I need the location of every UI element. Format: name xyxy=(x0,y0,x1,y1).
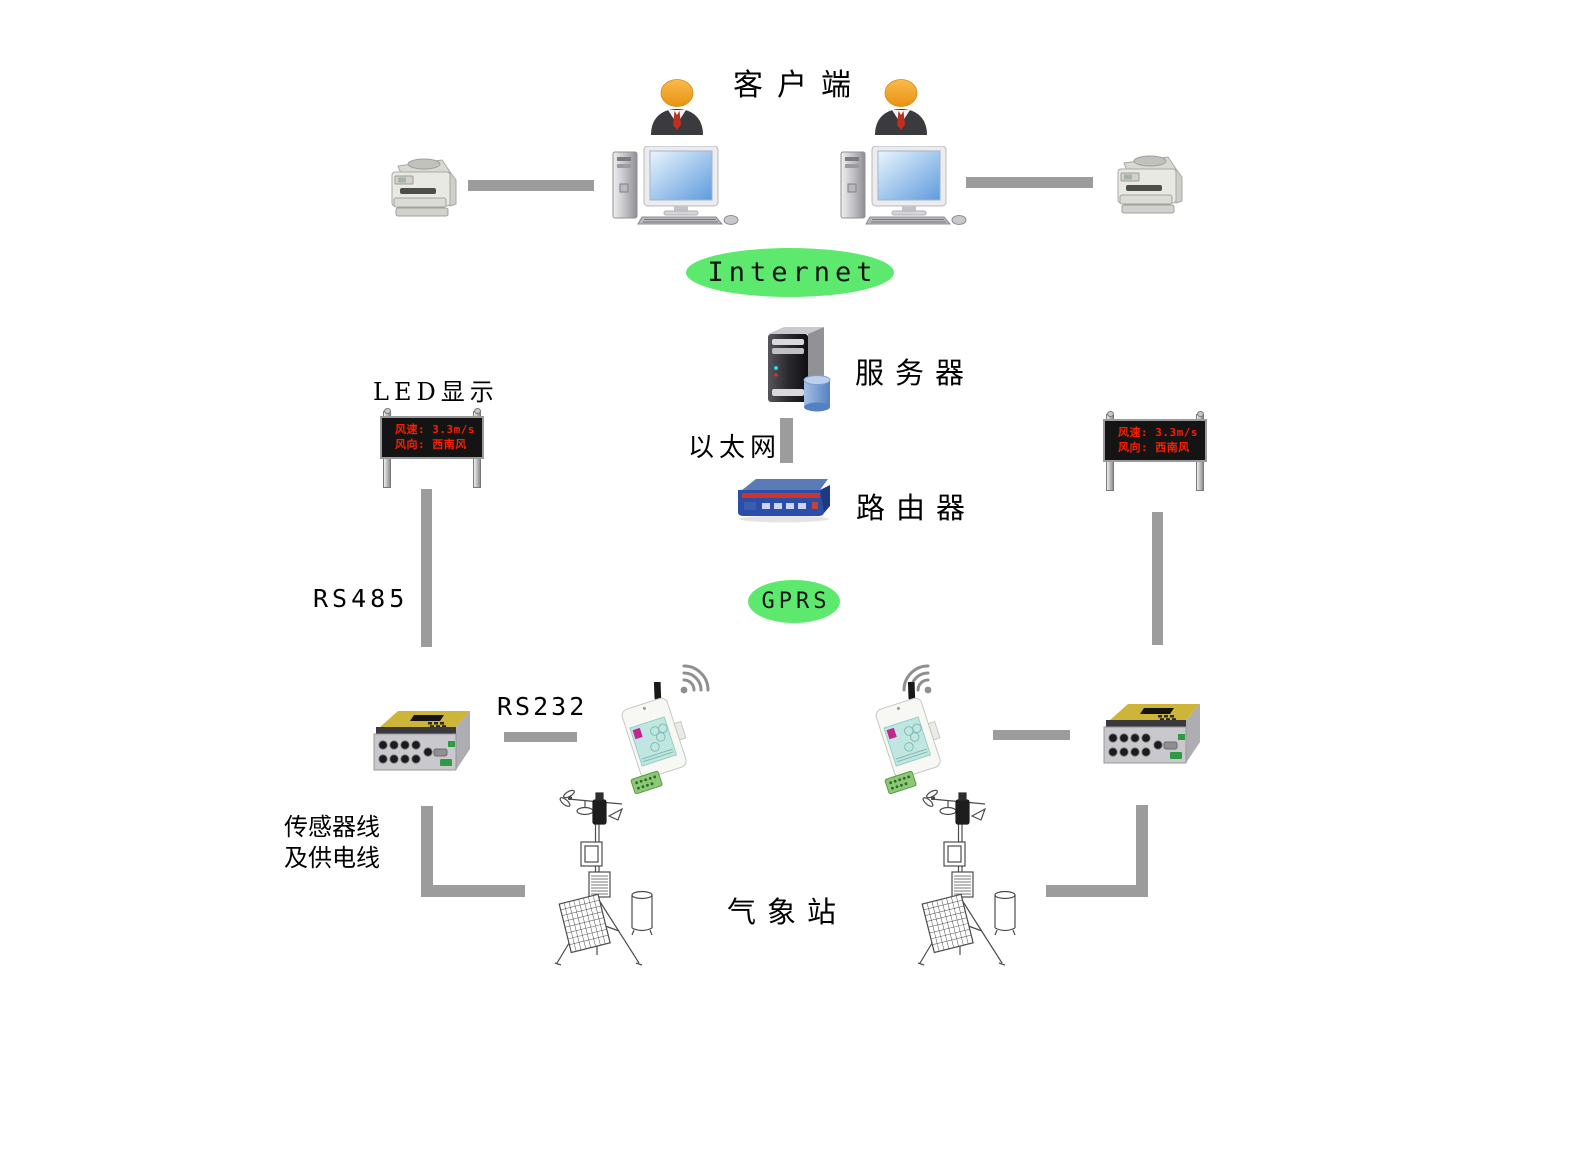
database-icon xyxy=(803,375,831,412)
gprs-cloud: GPRS xyxy=(748,580,840,623)
sensor-line-label-line2: 及供电线 xyxy=(284,844,380,872)
router-label: 路由器 xyxy=(856,491,977,525)
sensor-power-line-label: 传感器线及供电线 xyxy=(284,812,404,874)
internet-cloud: Internet xyxy=(686,248,894,297)
led-wind-direction-text: 风向: 西南风 xyxy=(395,438,467,451)
gprs-modem-icon xyxy=(621,682,687,794)
rs485-link-line-left xyxy=(421,489,432,647)
link-printer-computer-left xyxy=(468,180,594,191)
ethernet-link-line xyxy=(780,418,793,463)
led-wind-speed-text: 风速: 3.3m/s xyxy=(395,423,475,436)
weather-station-label: 气象站 xyxy=(727,895,848,929)
datalogger-icon xyxy=(1103,704,1200,764)
desktop-computer-icon xyxy=(612,146,739,225)
sensor-link-horizontal-left xyxy=(421,885,525,897)
led-sign-screen: 风速: 3.3m/s 风向: 西南风 xyxy=(1103,419,1207,462)
rs485-label: RS485 xyxy=(313,584,409,613)
server-icon xyxy=(768,327,831,412)
desktop-computer-icon xyxy=(840,146,967,225)
weather-station-icon xyxy=(917,789,1016,966)
rain-gauge-icon xyxy=(631,890,653,936)
weather-station-icon xyxy=(554,789,653,966)
person-icon xyxy=(651,79,703,135)
rs232-link-line xyxy=(504,732,577,742)
modem-datalogger-link-right xyxy=(993,730,1070,740)
server-label: 服务器 xyxy=(855,356,976,390)
led-wind-direction-text: 风向: 西南风 xyxy=(1118,441,1190,454)
rs232-label: RS232 xyxy=(497,692,588,721)
router-icon xyxy=(738,479,830,523)
led-sign-icon: 风速: 3.3m/s 风向: 西南风 xyxy=(1103,410,1207,493)
link-computer-printer-right xyxy=(966,177,1093,188)
sensor-line-label-line1: 传感器线 xyxy=(284,813,380,841)
gprs-modem-icon xyxy=(875,682,941,794)
sensor-link-vertical-left xyxy=(421,806,433,897)
client-section-title: 客户端 xyxy=(733,68,865,103)
rain-gauge-icon xyxy=(994,890,1016,936)
sensor-link-vertical-right xyxy=(1136,805,1148,897)
ethernet-label: 以太网 xyxy=(688,433,782,463)
person-icon xyxy=(875,79,927,135)
led-sign-screen: 风速: 3.3m/s 风向: 西南风 xyxy=(380,416,484,459)
rs485-link-line-right xyxy=(1152,512,1163,645)
led-display-label: LED显示 xyxy=(373,378,499,406)
led-wind-speed-text: 风速: 3.3m/s xyxy=(1118,426,1198,439)
led-sign-icon: 风速: 3.3m/s 风向: 西南风 xyxy=(380,407,484,490)
wifi-signal-icon xyxy=(680,664,710,694)
sensor-link-horizontal-right xyxy=(1046,885,1148,897)
datalogger-icon xyxy=(373,711,470,771)
printer-icon xyxy=(1117,155,1183,214)
printer-icon xyxy=(391,158,457,217)
